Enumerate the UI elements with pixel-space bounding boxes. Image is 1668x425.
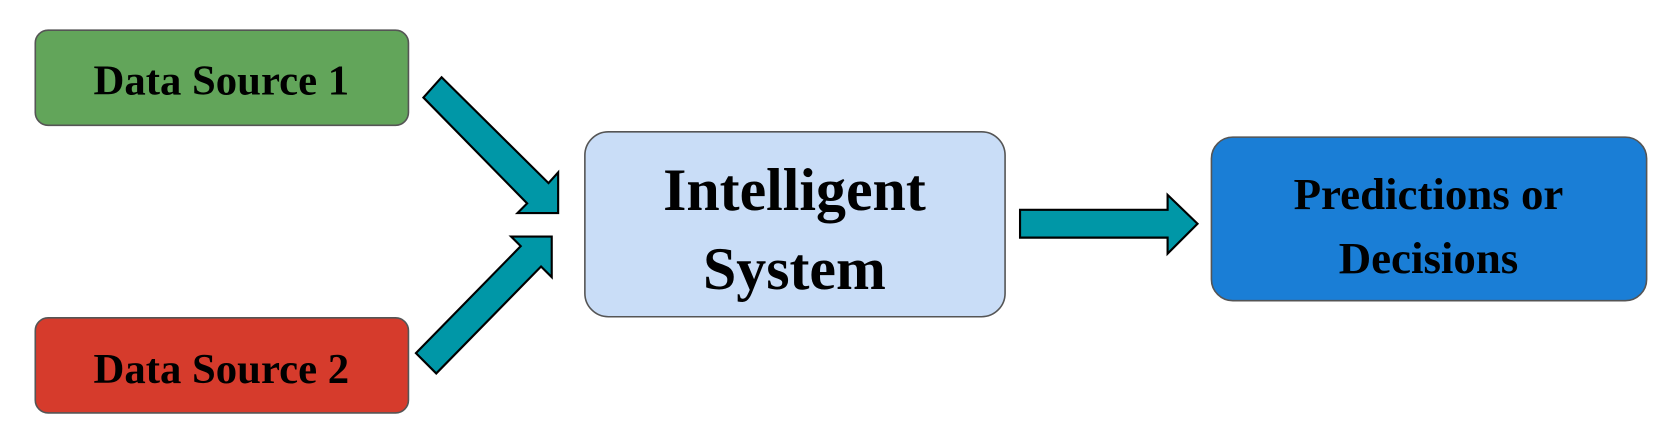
intelligent-system-line1: Intelligent bbox=[663, 157, 926, 223]
data-source-1-label: Data Source 1 bbox=[93, 57, 349, 104]
data-source-2-box bbox=[34, 317, 410, 414]
data-source-1-box bbox=[34, 29, 410, 127]
arrow-source1-to-system bbox=[421, 75, 560, 215]
arrow-source2-to-system bbox=[414, 235, 553, 375]
predictions-line2: Decisions bbox=[1339, 233, 1519, 283]
arrow-system-to-output bbox=[1018, 192, 1200, 257]
predictions-box bbox=[1210, 136, 1648, 302]
intelligent-system-box bbox=[584, 130, 1006, 318]
predictions-line1: Predictions or bbox=[1294, 169, 1564, 219]
data-source-2-label: Data Source 2 bbox=[93, 346, 349, 393]
intelligent-system-line2: System bbox=[703, 236, 886, 302]
